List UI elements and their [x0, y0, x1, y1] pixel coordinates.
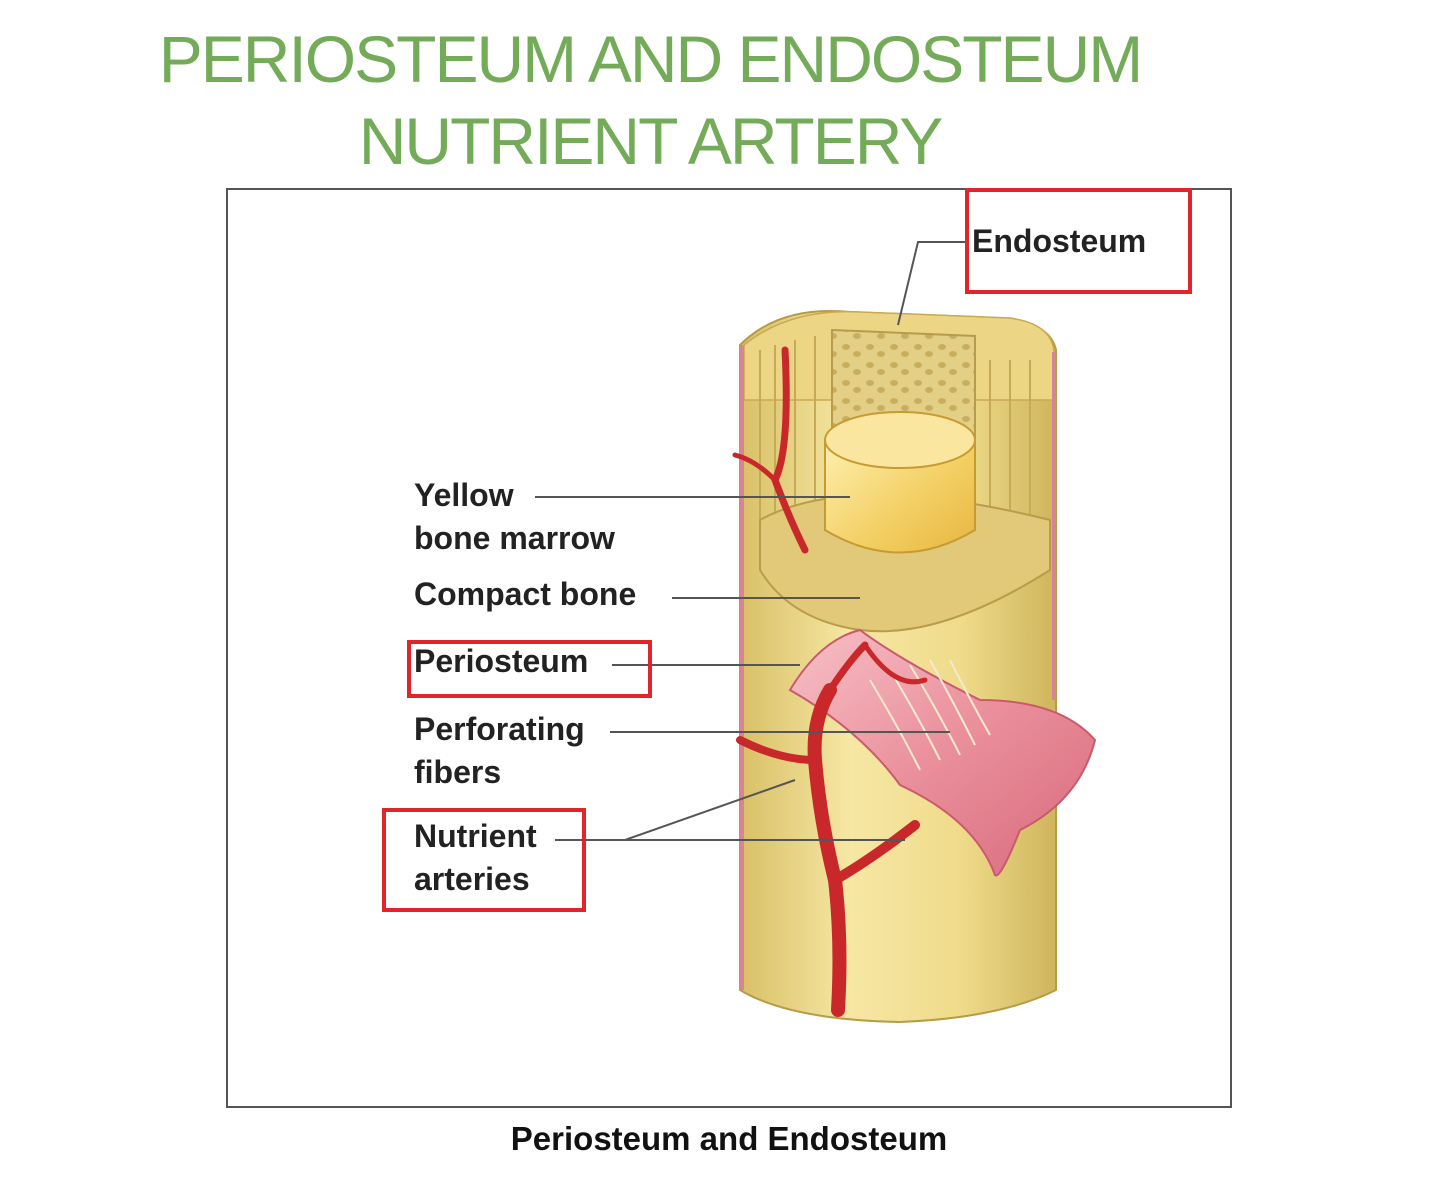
label-periosteum: Periosteum — [414, 643, 589, 679]
highlight-box-endosteum — [965, 188, 1192, 294]
nutrient-arteries — [732, 346, 928, 1017]
label-compact-bone: Compact bone — [414, 576, 637, 612]
label-perforating-fibers-line1: Perforating — [414, 711, 585, 747]
label-yellow-marrow-line2: bone marrow — [414, 520, 615, 556]
label-endosteum: Endosteum — [972, 223, 1147, 259]
leader-nutrient-arteries — [555, 779, 905, 841]
title-line-1: PERIOSTEUM AND ENDOSTEUM — [158, 22, 1143, 96]
slide-title: PERIOSTEUM AND ENDOSTEUM NUTRIENT ARTERY — [0, 18, 1300, 182]
label-yellow-marrow: Yellow bone marrow — [414, 474, 615, 560]
label-nutrient-arteries: Nutrient arteries — [414, 815, 537, 901]
periosteum-flap — [788, 628, 1097, 877]
title-line-2: NUTRIENT ARTERY — [358, 104, 943, 178]
highlight-box-periosteum — [407, 640, 652, 698]
leader-lines — [535, 241, 968, 841]
label-nutrient-arteries-line1: Nutrient — [414, 818, 537, 854]
label-perforating-fibers: Perforating fibers — [414, 708, 585, 794]
leader-endosteum — [897, 241, 968, 326]
highlight-box-nutrient-arteries — [382, 808, 586, 912]
figure-frame — [226, 188, 1232, 1108]
label-perforating-fibers-line2: fibers — [414, 754, 502, 790]
figure-caption: Periosteum and Endosteum — [510, 1120, 948, 1157]
perforating-fibers — [869, 659, 991, 771]
label-yellow-marrow-line1: Yellow — [414, 477, 514, 513]
label-nutrient-arteries-line2: arteries — [414, 861, 530, 897]
